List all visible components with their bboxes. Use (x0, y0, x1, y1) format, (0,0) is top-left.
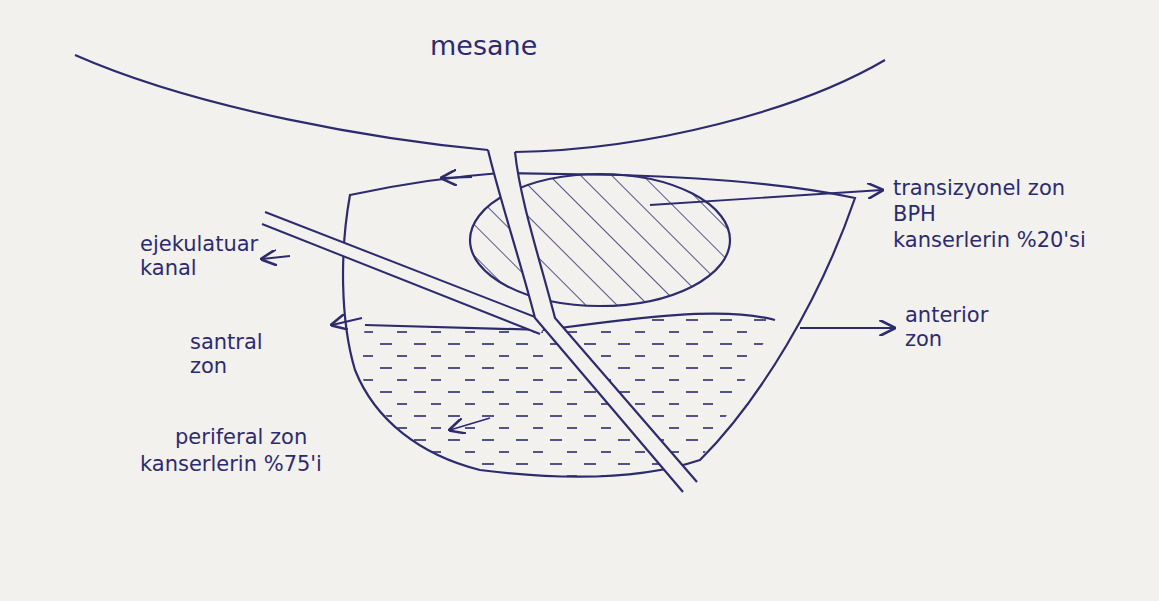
leader-arrow (262, 256, 290, 259)
bladder-wall (75, 55, 488, 150)
prostate-outline (343, 173, 855, 477)
peripheral-zone-border (365, 314, 775, 330)
condition-note: BPH (893, 202, 936, 226)
cancer-share: kanserlerin %75'i (140, 452, 322, 476)
leader-arrow (650, 190, 882, 205)
urethra (515, 152, 697, 482)
bladder-wall (515, 60, 885, 152)
leader-arrow (442, 177, 472, 178)
leader-arrow (332, 318, 362, 325)
zone-name: periferal zon (175, 425, 307, 449)
urethra-fill (488, 150, 697, 492)
organ-name: mesane (430, 30, 537, 61)
zone-name: transizyonel zon (893, 176, 1065, 200)
ejaculatory-duct (265, 212, 548, 322)
urethra (488, 150, 683, 492)
part-name: ejekulatuar kanal (140, 232, 258, 280)
cancer-share: kanserlerin %20'si (893, 228, 1086, 252)
zone-name: santral zon (190, 330, 263, 378)
leader-arrow (450, 418, 490, 430)
zone-name: anterior zon (905, 303, 988, 351)
duct-fill (262, 212, 548, 334)
ejaculatory-duct (262, 224, 540, 334)
leader-arrow (800, 327, 894, 329)
